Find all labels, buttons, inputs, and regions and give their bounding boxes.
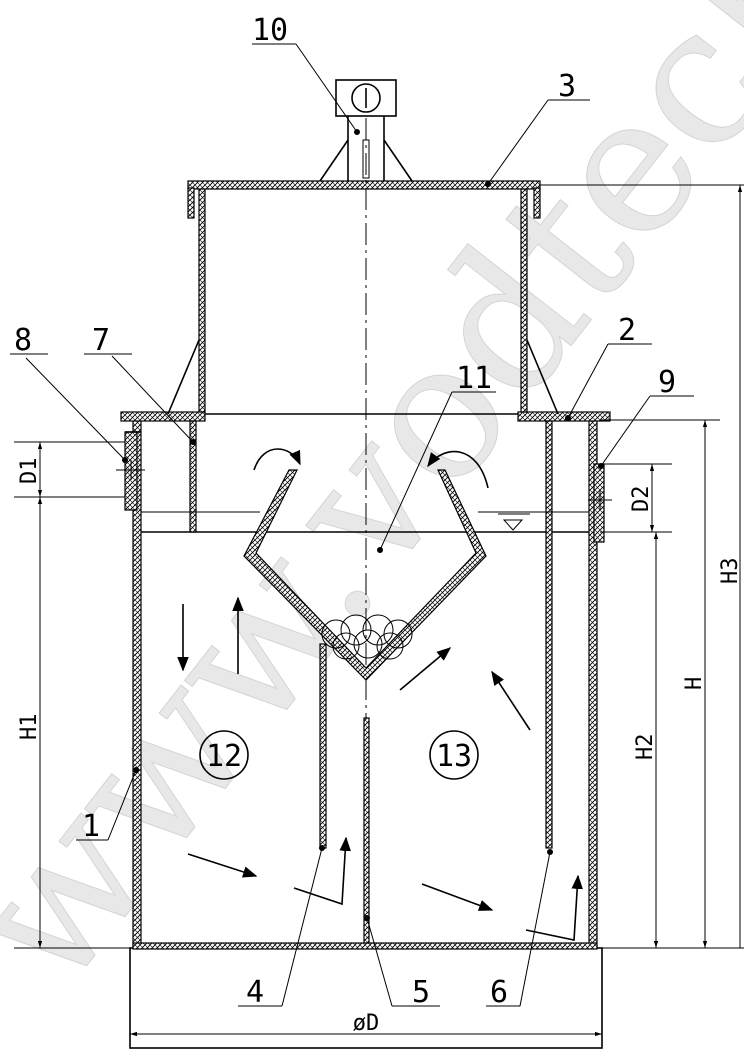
label-6: 6 [490, 975, 508, 1010]
upper-cylinder-left-wall [198, 187, 206, 413]
bottom-plate [132, 942, 598, 950]
upper-cylinder-right-wall [520, 187, 528, 413]
label-9: 9 [658, 365, 676, 400]
flange-right [517, 411, 611, 422]
label-8: 8 [14, 323, 32, 358]
label-13: 13 [436, 739, 472, 774]
dim-d2: D2 [629, 486, 654, 513]
ball-packing [321, 614, 413, 660]
chamber-13-circle [429, 730, 479, 780]
label-10: 10 [252, 13, 288, 48]
flow-arrows [177, 448, 583, 941]
water-level-symbol [498, 513, 530, 531]
dim-h3: H3 [718, 558, 743, 585]
v-funnel [243, 469, 487, 681]
partition-5 [363, 717, 370, 944]
label-3: 3 [558, 69, 576, 104]
chamber-12-circle [199, 730, 249, 780]
partition-6 [545, 420, 553, 849]
outlet-pipe-9 [593, 463, 605, 543]
label-4: 4 [246, 975, 264, 1010]
dim-d1: D1 [17, 458, 42, 485]
label-12: 12 [206, 739, 242, 774]
leader-lines [10, 43, 694, 1007]
dim-h2: H2 [633, 734, 658, 761]
dim-h: H [682, 677, 707, 690]
label-1: 1 [82, 809, 100, 844]
label-11: 11 [456, 361, 492, 396]
partition-4 [319, 643, 327, 849]
dim-diameter: øD [353, 1011, 380, 1036]
lifting-eye [335, 79, 397, 117]
label-7: 7 [92, 323, 110, 358]
dimension-lines [14, 184, 744, 1042]
watermark-text: www.vodtech [0, 0, 744, 1028]
label-5: 5 [412, 975, 430, 1010]
flange-left [120, 411, 206, 422]
inner-baffle-7 [189, 420, 197, 533]
label-2: 2 [618, 313, 636, 348]
dim-h1: H1 [17, 714, 42, 741]
